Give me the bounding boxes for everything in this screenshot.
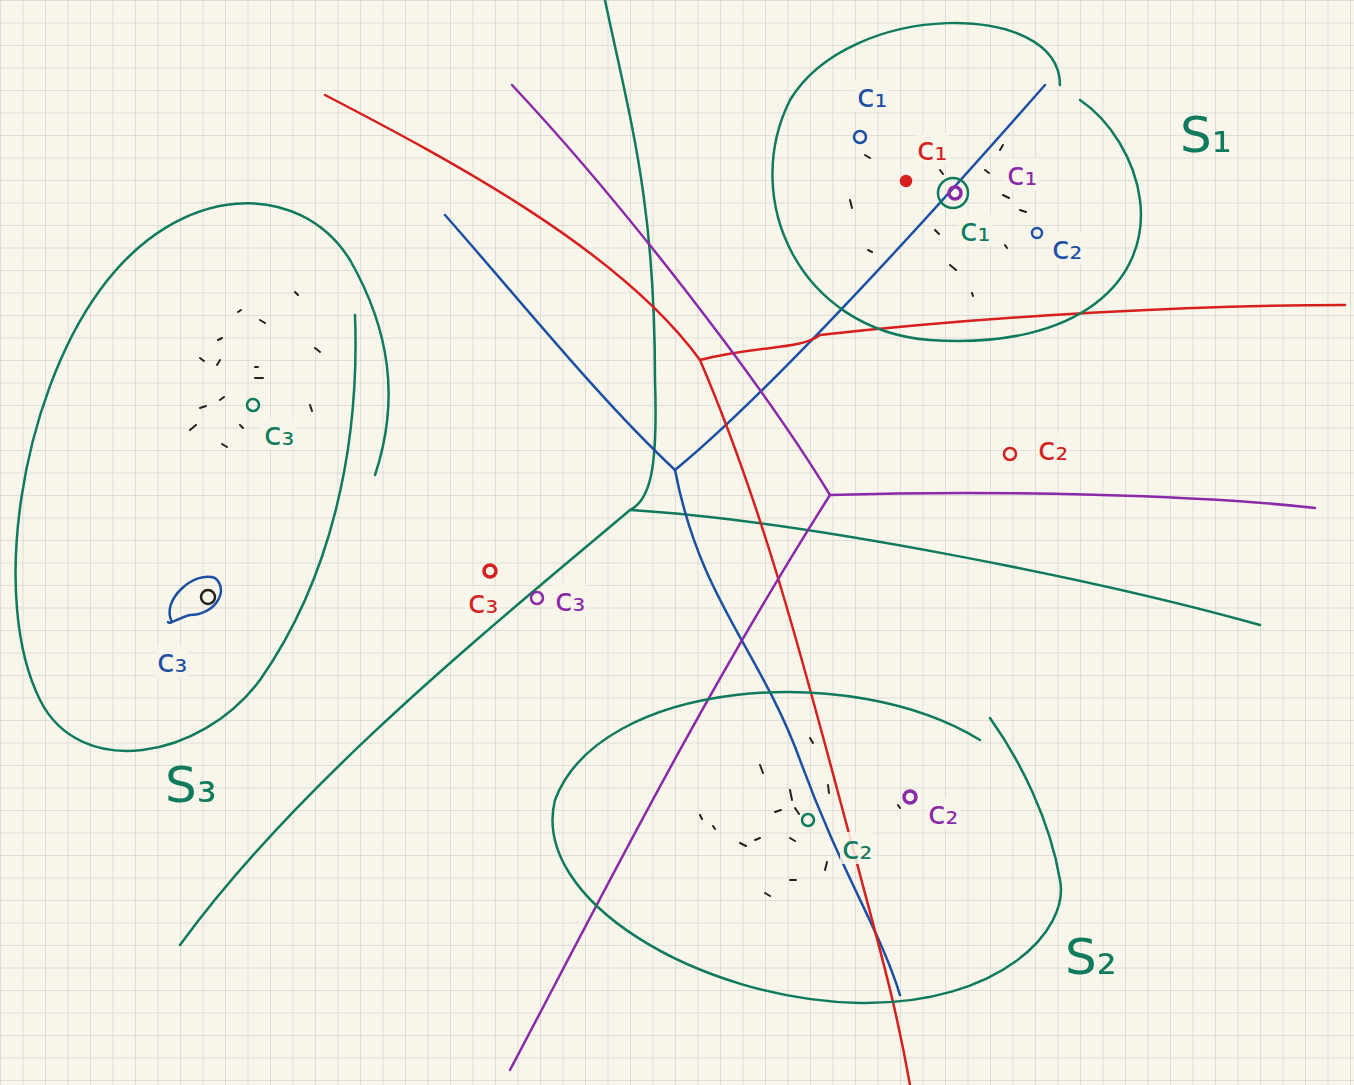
centroid-label: c₂ xyxy=(1036,433,1070,465)
centroid-label: c₁ xyxy=(958,214,992,246)
cluster-region: S₁ xyxy=(740,5,1250,365)
centroid-label: c₃ xyxy=(262,418,296,450)
centroid-label: c₃ xyxy=(155,645,189,677)
centroid-label: c₃ xyxy=(466,586,500,618)
centroid-label: c₃ xyxy=(553,584,587,616)
cluster-outline xyxy=(0,190,420,840)
centroid-label: c₂ xyxy=(926,797,960,829)
centroid-label: c₁ xyxy=(1005,158,1039,190)
cluster-outline xyxy=(740,5,1250,365)
centroid-label: c₁ xyxy=(915,133,949,165)
centroid-label: c₂ xyxy=(840,832,874,864)
cluster-name: S₁ xyxy=(1180,110,1232,160)
cluster-region: S₃ xyxy=(0,190,420,840)
centroid-label: c₁ xyxy=(855,80,889,112)
centroid-label: c₂ xyxy=(1050,232,1084,264)
cluster-name: S₃ xyxy=(165,760,217,810)
cluster-name: S₂ xyxy=(1065,932,1117,982)
